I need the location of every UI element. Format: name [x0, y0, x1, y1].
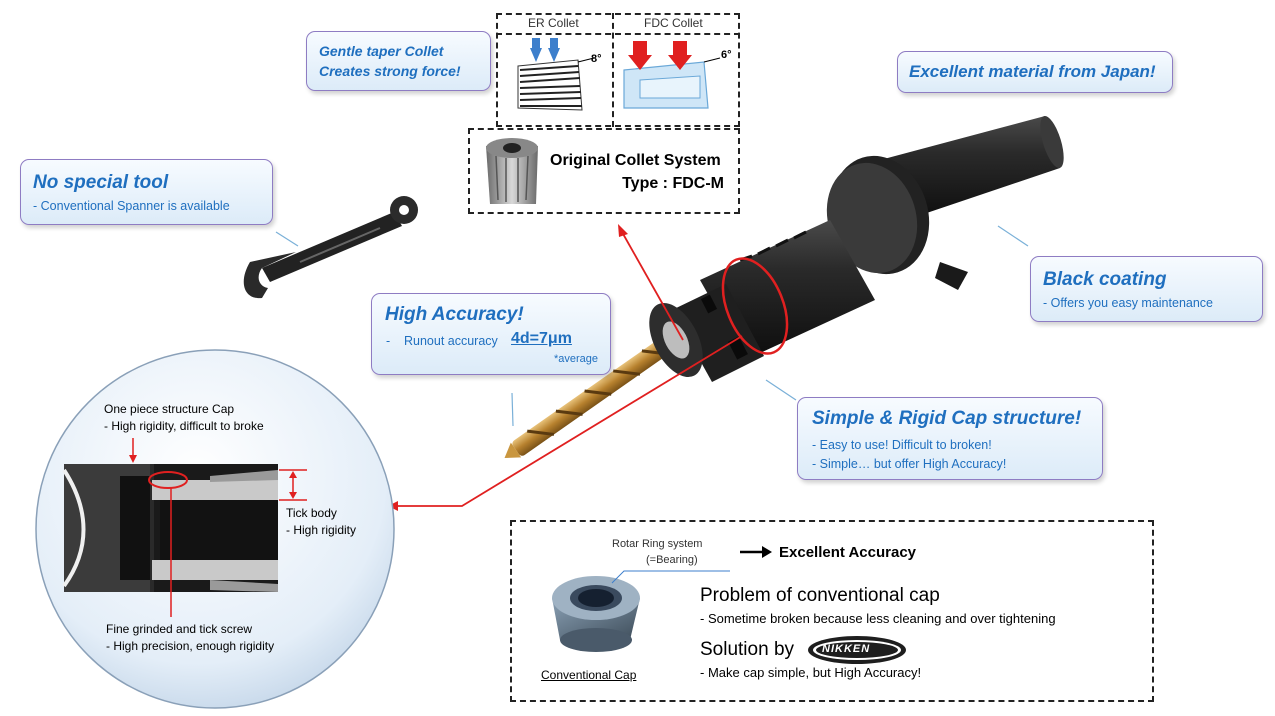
er-collet-icon: [517, 38, 595, 111]
black-coating-sub: - Offers you easy maintenance: [1043, 296, 1213, 310]
collet-compare-header-line: [496, 33, 740, 35]
no-special-tool-callout: No special tool - Conventional Spanner i…: [20, 159, 273, 225]
problem-text: - Sometime broken because less cleaning …: [700, 611, 1056, 626]
simple-rigid-callout: Simple & Rigid Cap structure! - Easy to …: [797, 397, 1103, 480]
rotar-ring-line2: (=Bearing): [646, 554, 698, 566]
tick-body-line2: - High rigidity: [286, 523, 357, 537]
excellent-material-callout: Excellent material from Japan!: [897, 51, 1173, 93]
screw-label-line2: - High precision, enough rigidity: [106, 639, 275, 653]
company-logo-text: NIKKEN: [822, 643, 871, 655]
high-accuracy-note: *average: [553, 353, 598, 365]
rotar-ring-line1: Rotar Ring system: [612, 538, 703, 550]
solution-title: Solution by: [700, 639, 795, 660]
gentle-taper-line1: Gentle taper Collet: [319, 43, 444, 59]
high-accuracy-text: Runout accuracy: [404, 334, 498, 348]
fdc-collet-icon: [623, 41, 721, 109]
simple-rigid-title: Simple & Rigid Cap structure!: [812, 408, 1082, 429]
problem-title: Problem of conventional cap: [700, 585, 940, 606]
solution-text: - Make cap simple, but High Accuracy!: [700, 665, 922, 680]
gentle-taper-line2: Creates strong force!: [319, 63, 461, 79]
collet-compare-box: [496, 13, 740, 127]
tool-holder-icon: [649, 116, 1064, 382]
conventional-cap-box: [510, 520, 1154, 702]
no-special-tool-sub: - Conventional Spanner is available: [33, 199, 230, 213]
conventional-cap-label: Conventional Cap: [541, 668, 637, 682]
simple-rigid-sub1: - Easy to use! Difficult to broken!: [812, 438, 992, 452]
original-collet-title: Original Collet System: [550, 152, 721, 169]
company-logo-icon: [808, 636, 906, 664]
original-collet-icon: [486, 138, 538, 204]
black-coating-title: Black coating: [1043, 269, 1167, 290]
high-accuracy-title: High Accuracy!: [385, 304, 524, 325]
cap-label-line1: One piece structure Cap: [104, 402, 235, 416]
high-accuracy-value: 4d=7μm: [511, 330, 572, 347]
excellent-accuracy-label: Excellent Accuracy: [779, 544, 917, 561]
excellent-material-title: Excellent material from Japan!: [909, 62, 1156, 81]
conventional-cap-icon: [552, 576, 640, 652]
high-accuracy-callout: High Accuracy! - Runout accuracy 4d=7μm …: [371, 293, 611, 375]
spanner-icon: [243, 196, 418, 299]
original-collet-type: Type : FDC-M: [622, 175, 724, 192]
high-accuracy-bullet: -: [386, 334, 391, 348]
er-collet-label: ER Collet: [528, 16, 579, 30]
drill-icon: [504, 320, 696, 459]
no-special-tool-title: No special tool: [33, 172, 169, 193]
original-collet-box: [468, 128, 740, 214]
er-angle-label: 8°: [591, 53, 602, 65]
simple-rigid-sub2: - Simple… but offer High Accuracy!: [812, 457, 1007, 471]
cap-label-line2: - High rigidity, difficult to broke: [104, 419, 264, 433]
black-coating-callout: Black coating - Offers you easy maintena…: [1030, 256, 1263, 322]
tick-body-line1: Tick body: [286, 506, 337, 520]
gentle-taper-callout: Gentle taper Collet Creates strong force…: [306, 31, 491, 91]
fdc-collet-label: FDC Collet: [644, 16, 703, 30]
screw-label-line1: Fine grinded and tick screw: [106, 622, 253, 636]
fdc-angle-label: 6°: [721, 49, 732, 61]
collet-compare-divider: [612, 13, 614, 127]
